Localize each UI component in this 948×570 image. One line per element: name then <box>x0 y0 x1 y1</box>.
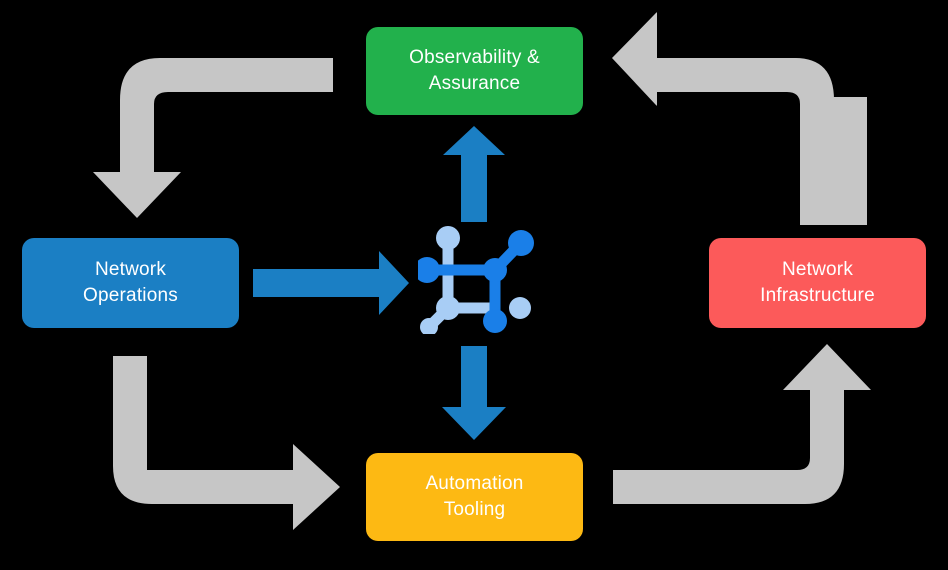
connector-automation-to-infrastructure <box>613 344 871 504</box>
node-label-network-infrastructure: Network Infrastructure <box>760 259 875 306</box>
node-network-operations[interactable]: Network Operations <box>22 238 239 328</box>
connector-infrastructure-to-observability-body <box>613 12 834 225</box>
connector-operations-to-automation <box>113 356 340 530</box>
node-label-automation-tooling: Automation Tooling <box>425 473 524 520</box>
connector-center-to-automation <box>442 346 506 440</box>
connector-operations-to-center <box>253 251 409 315</box>
connector-center-to-observability <box>443 126 505 222</box>
network-icon-light-nodes <box>420 226 531 334</box>
node-label-network-operations: Network Operations <box>83 259 178 306</box>
node-label-observability: Observability & Assurance <box>409 47 540 94</box>
network-topology-icon <box>418 226 534 334</box>
network-icon-dark-nodes <box>418 230 534 333</box>
node-automation-tooling[interactable]: Automation Tooling <box>366 453 583 541</box>
node-network-infrastructure[interactable]: Network Infrastructure <box>709 238 926 328</box>
node-observability-and-assurance[interactable]: Observability & Assurance <box>366 27 583 115</box>
connector-observability-to-operations <box>93 58 333 218</box>
